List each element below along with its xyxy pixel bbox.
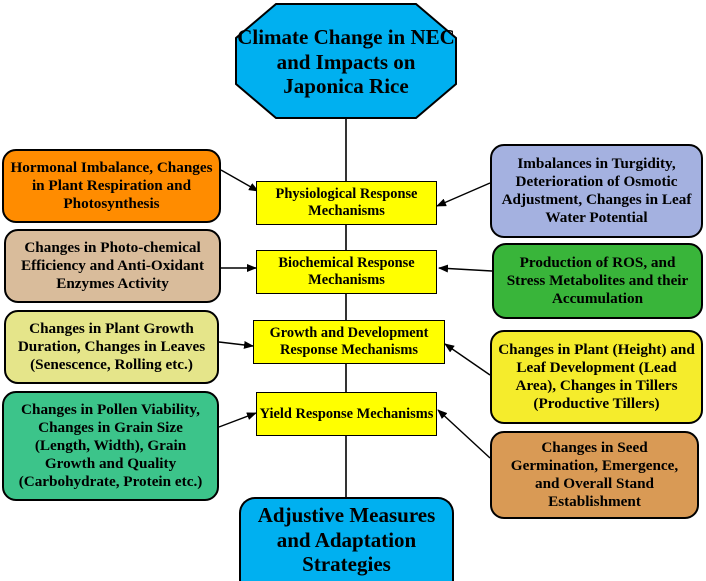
top-node-title: Climate Change in NEC and Impacts on Jap… — [236, 6, 456, 118]
arrow-right-3 — [444, 343, 491, 376]
left-box-hormonal: Hormonal Imbalance, Changes in Plant Res… — [2, 149, 221, 223]
mechanism-yield: Yield Response Mechanisms — [256, 392, 437, 436]
mechanism-physiological: Physiological Response Mechanisms — [256, 181, 437, 225]
arrow-right-4 — [437, 409, 491, 459]
mechanism-label: Physiological Response Mechanisms — [275, 186, 418, 219]
right-box-label: Changes in Plant (Height) and Leaf Devel… — [498, 341, 695, 412]
right-box-label: Changes in Seed Germination, Emergence, … — [510, 439, 679, 510]
left-box-pollen-viability: Changes in Pollen Viability, Changes in … — [2, 391, 219, 501]
right-box-plant-height: Changes in Plant (Height) and Leaf Devel… — [490, 330, 703, 424]
mechanism-biochemical: Biochemical Response Mechanisms — [256, 250, 437, 294]
arrow-left-1 — [220, 169, 259, 192]
left-box-label: Changes in Photo-chemical Efficiency and… — [20, 239, 205, 292]
left-box-label: Changes in Plant Growth Duration, Change… — [17, 320, 206, 373]
arrow-left-3 — [218, 340, 254, 349]
arrow-left-4 — [218, 412, 257, 428]
arrow-right-2 — [438, 264, 493, 273]
right-box-ros: Production of ROS, and Stress Metabolite… — [492, 243, 703, 319]
left-box-label: Changes in Pollen Viability, Changes in … — [18, 401, 203, 490]
mechanism-label: Biochemical Response Mechanisms — [278, 255, 415, 288]
left-box-growth-duration: Changes in Plant Growth Duration, Change… — [4, 310, 219, 384]
bottom-node-label: Adjustive Measures and Adaptation Strate… — [257, 502, 436, 577]
top-node-shape — [235, 3, 457, 119]
top-node-label: Climate Change in NEC and Impacts on Jap… — [237, 24, 455, 99]
mechanism-label: Growth and Development Response Mechanis… — [269, 325, 429, 358]
left-box-photochemical: Changes in Photo-chemical Efficiency and… — [4, 229, 221, 303]
mechanism-label: Yield Response Mechanisms — [259, 405, 434, 422]
mechanism-growth-development: Growth and Development Response Mechanis… — [253, 320, 445, 364]
bottom-node-adaptation: Adjustive Measures and Adaptation Strate… — [239, 497, 454, 581]
left-box-label: Hormonal Imbalance, Changes in Plant Res… — [10, 159, 213, 212]
right-box-turgidity: Imbalances in Turgidity, Deterioration o… — [490, 144, 703, 238]
right-box-label: Production of ROS, and Stress Metabolite… — [506, 254, 689, 307]
right-box-label: Imbalances in Turgidity, Deterioration o… — [501, 155, 692, 226]
arrow-right-1 — [436, 182, 491, 207]
right-box-seed-germination: Changes in Seed Germination, Emergence, … — [490, 431, 699, 519]
